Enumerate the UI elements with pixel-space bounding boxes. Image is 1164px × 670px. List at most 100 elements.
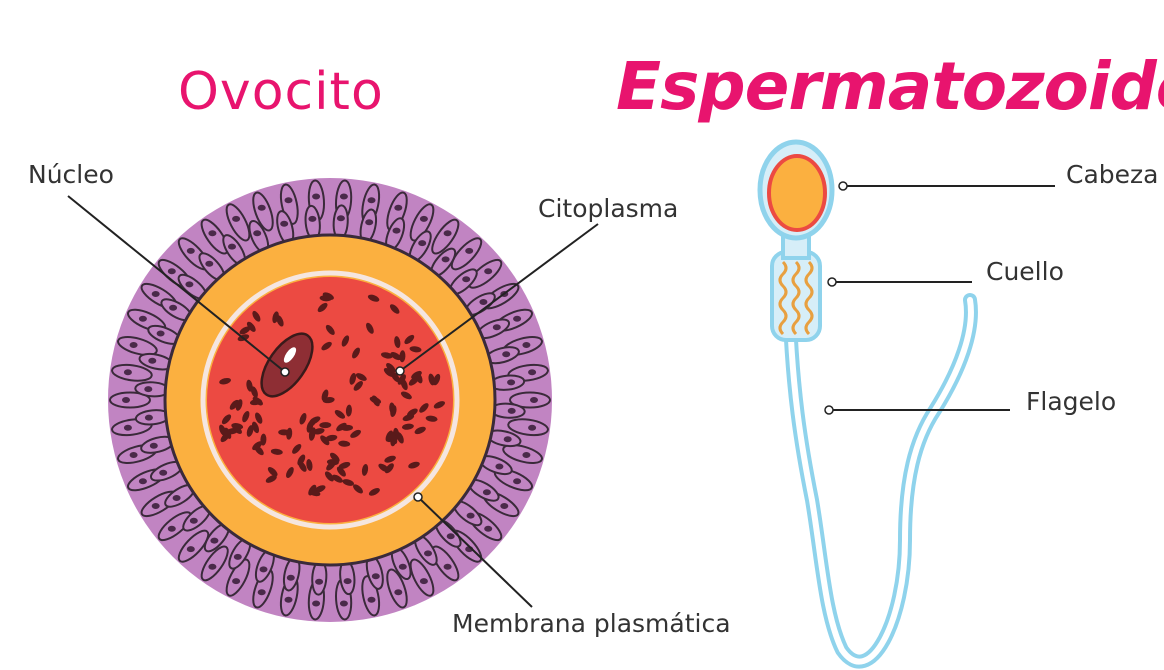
cytoplasm-granules [219, 292, 445, 497]
follicle-cell-nucleus [144, 386, 153, 393]
cabeza-leader-dot [838, 181, 848, 191]
cytoplasm-granule [250, 386, 258, 398]
cytoplasm-granule [415, 372, 423, 384]
follicle-cell-nucleus [398, 563, 407, 570]
follicle-cell-nucleus [186, 247, 195, 254]
cuello-leader-dot [827, 277, 837, 287]
follicle-cell-nucleus [339, 193, 348, 200]
follicle-cell-nucleus [419, 578, 428, 585]
follicle-cell-nucleus [367, 197, 376, 204]
flagelo-inner [787, 297, 974, 665]
cytoplasm-granule [350, 429, 361, 438]
cytoplasm-granule [221, 414, 232, 425]
cytoplasm-granule [390, 405, 397, 418]
cytoplasm-granule [367, 294, 380, 302]
follicle-cell-nucleus [257, 204, 266, 211]
cytoplasm-granule [394, 336, 401, 349]
follicle-cell-nucleus [367, 596, 376, 603]
cytoplasm-granule [254, 445, 264, 456]
follicle-cell-nucleus [228, 243, 236, 250]
follicle-cell-nucleus [159, 469, 168, 476]
cytoplasm-granule [336, 466, 346, 477]
cytoplasm-granule [319, 295, 332, 302]
cytoplasm-granule [338, 461, 351, 469]
follicle-cell-nucleus [172, 495, 181, 501]
follicle-cell-nucleus [492, 324, 501, 331]
membrana-leader-line [417, 496, 533, 608]
follicle-cell-nucleus [528, 369, 537, 376]
flagelo-shape [783, 293, 978, 669]
cytoplasm-granule [433, 401, 445, 409]
cytoplasm-granule [366, 322, 374, 334]
follicle-cell-nucleus [232, 215, 241, 222]
ovocito-title: Ovocito [178, 62, 384, 122]
follicle-cell-nucleus [365, 219, 374, 226]
cytoplasm-granule [428, 373, 435, 386]
citoplasma-leader-dot [395, 366, 405, 376]
cytoplasm-granule [251, 421, 260, 434]
cytoplasm-granule [239, 326, 251, 335]
espermatozoide-title: Espermatozoide [616, 48, 1164, 125]
follicle-cell-nucleus [441, 256, 450, 263]
follicle-cell-nucleus [500, 503, 509, 509]
nucleo-leader-dot [280, 367, 290, 377]
flagelo-leader-dot [824, 405, 834, 415]
cytoplasm-granule [352, 347, 360, 359]
follicle-cell-nucleus [151, 291, 160, 297]
cytoplasm-granule [260, 433, 267, 446]
follicle-cell-nucleus [149, 442, 158, 449]
follicle-cell-nucleus [419, 215, 428, 222]
cytoplasm-granule [353, 381, 363, 391]
citoplasma-label: Citoplasma [538, 194, 679, 223]
cytoplasm-granule [292, 444, 302, 454]
follicle-cell-nucleus [484, 525, 493, 532]
follicle-cell-nucleus [513, 315, 522, 322]
follicle-cell-nucleus [418, 240, 427, 247]
cytoplasm-granule [400, 391, 412, 400]
follicle-cell-nucleus [284, 197, 293, 204]
cytoplasm-granule [349, 373, 357, 385]
cytoplasm-granule [319, 422, 332, 429]
nucleo-label: Núcleo [28, 160, 114, 189]
follicle-cell-nucleus [479, 299, 488, 305]
cytoplasm-granule [404, 334, 415, 345]
citoplasma-leader-line [399, 223, 599, 372]
cytoplasm-granule [380, 352, 393, 359]
cytoplasm-granule [341, 424, 353, 431]
follicle-cell-nucleus [144, 414, 153, 421]
follicle-cell [117, 335, 158, 357]
follicle-cell-nucleus [167, 268, 176, 275]
follicle-cell [200, 545, 229, 582]
cabeza-nucleus [767, 154, 827, 232]
cytoplasm-granule [345, 404, 352, 417]
cytoplasm-granule [386, 363, 396, 373]
follicle-cell-nucleus [507, 407, 516, 414]
follicle-cell-nucleus [443, 563, 452, 570]
cytoplasm-granule [384, 455, 396, 463]
plasma-membrane [200, 270, 460, 530]
nucleus [260, 332, 314, 398]
follicle-cell-nucleus [392, 227, 401, 234]
cytoplasm-granule [353, 484, 363, 494]
cytoplasm-granule [399, 350, 406, 363]
cytoplasm-granule [378, 463, 389, 472]
follicle-cell-nucleus [210, 537, 219, 544]
follicle-cell-nucleus [466, 512, 475, 519]
follicle-cell [409, 203, 435, 242]
cytoplasm-granule [320, 435, 330, 446]
follicle-cell-nucleus [123, 369, 132, 376]
follicle-cell-nucleus [446, 533, 455, 540]
follicle-cell [111, 363, 153, 382]
follicle-cell-nucleus [284, 596, 293, 603]
cytoplasm-granule [267, 467, 278, 477]
follicle-cell-nucleus [185, 281, 194, 288]
follicle-cell-nucleus [259, 566, 268, 573]
cytoplasm-granule [400, 378, 408, 391]
follicle-cell-nucleus [286, 574, 295, 581]
follicle-cell-nucleus [312, 193, 321, 200]
cytoplasm-granule [390, 432, 398, 445]
follicle-cell-nucleus [129, 452, 138, 458]
follicle-cell [409, 558, 435, 597]
follicle-cell-nucleus [138, 478, 147, 485]
follicle-cell-nucleus [208, 230, 217, 237]
